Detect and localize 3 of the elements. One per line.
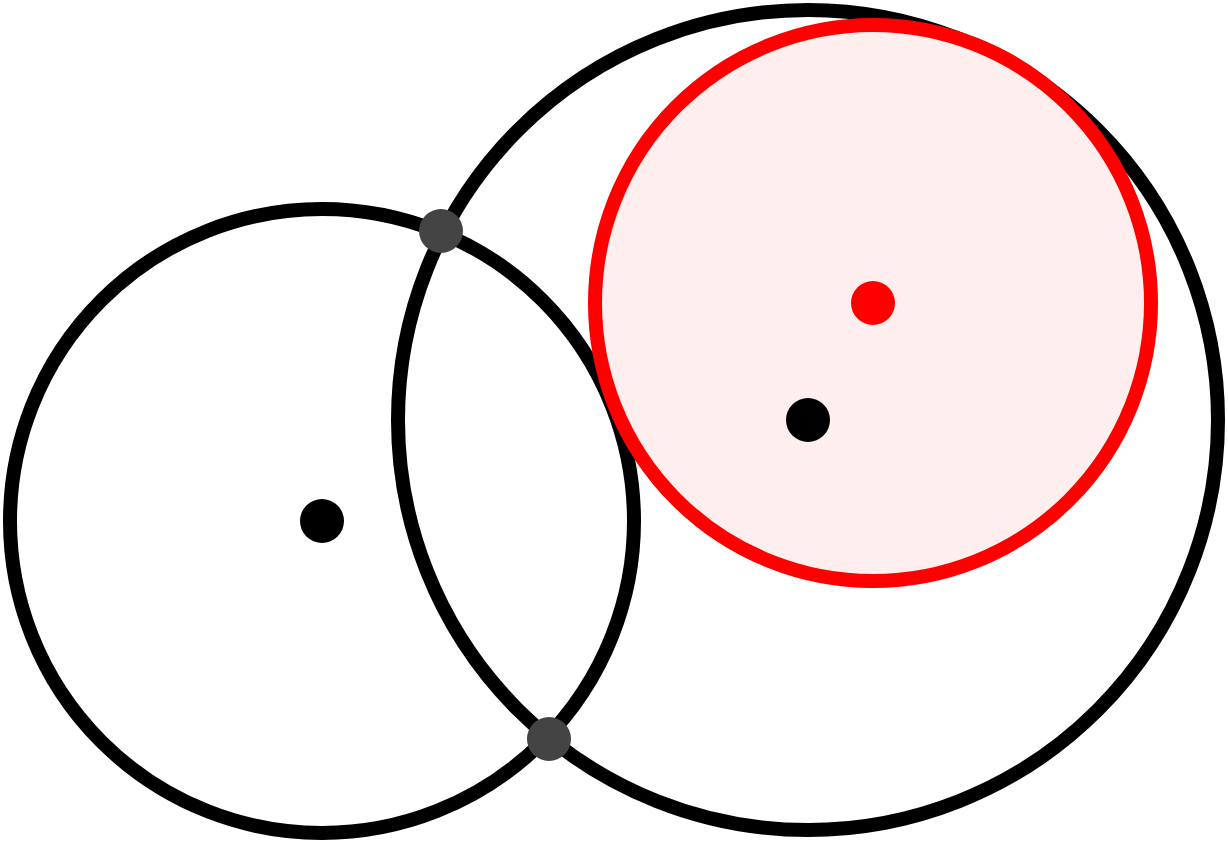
circle: [3, 202, 641, 840]
circle: [391, 3, 1225, 837]
circle: [588, 18, 1158, 588]
